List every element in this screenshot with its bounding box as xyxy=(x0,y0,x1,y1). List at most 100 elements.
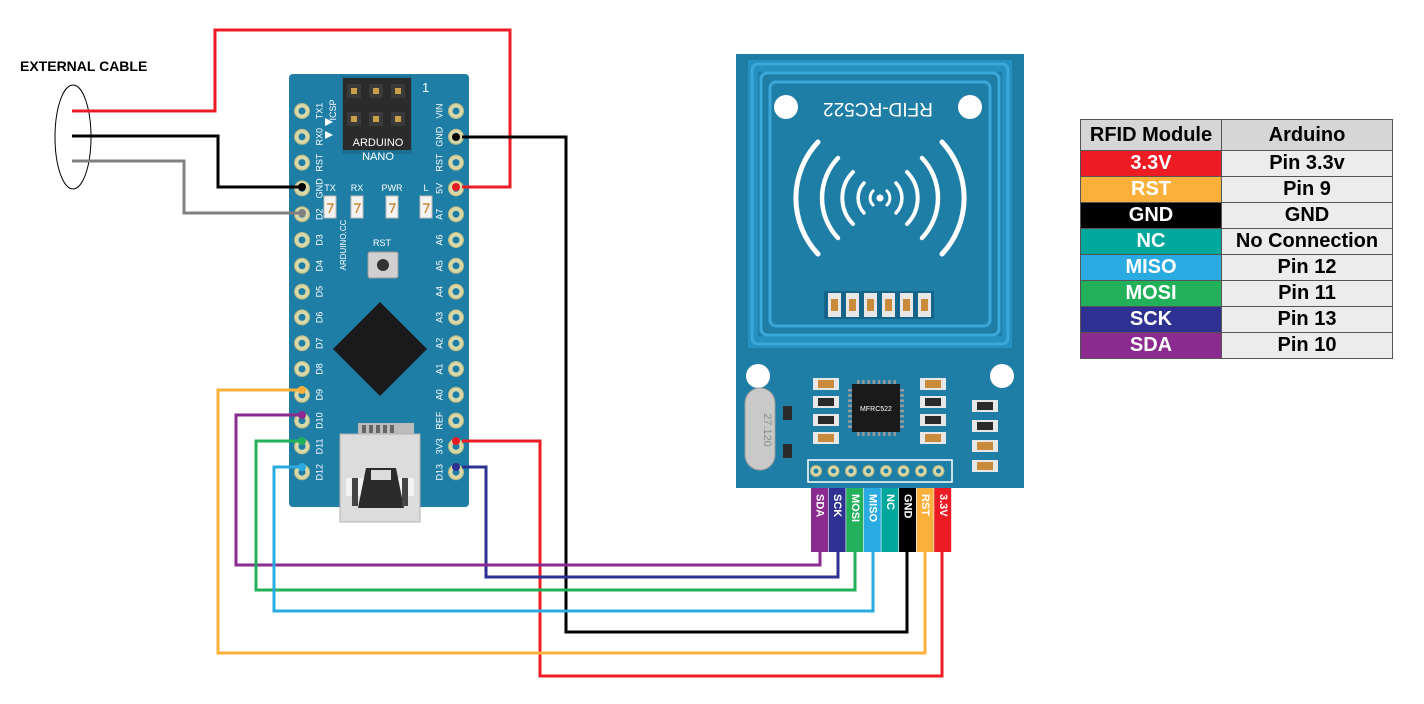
chip-leg xyxy=(872,380,876,384)
header-pin-label: A6 xyxy=(434,234,444,245)
table-cell-arduino: Pin 10 xyxy=(1221,332,1393,359)
chip-leg xyxy=(862,380,865,384)
icsp-pin-tip xyxy=(395,88,401,94)
rfid-header-pin-hole xyxy=(831,468,836,474)
led-label-rx: RX xyxy=(351,183,364,193)
rfid-pin-label: RST xyxy=(919,494,931,516)
led-rx xyxy=(350,195,364,219)
rfid-header-pin-hole xyxy=(883,468,889,474)
header-pin-hole xyxy=(298,107,306,115)
table-cell-arduino: Pin 11 xyxy=(1221,280,1393,307)
mount-hole-bottom-right xyxy=(990,364,1014,388)
chip-leg xyxy=(893,432,896,436)
smd-components-far-right xyxy=(972,400,998,472)
header-pin-label: 3V3 xyxy=(434,438,444,454)
rfid-header-pin-hole xyxy=(813,468,819,474)
icsp-pin-tip xyxy=(351,88,357,94)
wire-d9-rst xyxy=(216,388,927,655)
led-label-pwr: PWR xyxy=(382,183,403,193)
header-pin-label: GND xyxy=(314,178,324,199)
chip-leg xyxy=(857,432,860,436)
table-cell-module: SCK xyxy=(1080,306,1222,333)
rx-arrow-icon xyxy=(325,131,333,139)
chip-leg xyxy=(877,432,881,436)
header-pin-hole xyxy=(298,339,306,347)
chip-leg xyxy=(900,404,904,408)
wire-external-gray-d2 xyxy=(72,159,302,215)
reset-button-cap xyxy=(377,259,389,271)
header-pin-hole xyxy=(452,339,460,347)
table-cell-arduino: Pin 9 xyxy=(1221,176,1393,203)
header-pin-hole xyxy=(298,262,306,270)
header-pin-label: A5 xyxy=(434,260,444,271)
header-pin-label: A3 xyxy=(434,312,444,323)
header-pin-label: RST xyxy=(434,153,444,172)
led-tx xyxy=(323,195,337,219)
table-cell-module: RST xyxy=(1080,176,1222,203)
icsp-label: ICSP xyxy=(328,99,338,120)
rfid-header-pin-hole xyxy=(866,468,871,474)
header-pin-label: D7 xyxy=(314,337,324,349)
led-label-l: L xyxy=(423,183,428,193)
table-cell-module: NC xyxy=(1080,228,1222,255)
rfid-pin-label: 3.3V xyxy=(937,494,949,517)
header-pin-hole xyxy=(452,210,460,218)
table-cell-module: MOSI xyxy=(1080,280,1222,307)
rfid-pin-label: NC xyxy=(884,494,896,510)
chip-leg xyxy=(848,420,852,423)
board-name-line2: NANO xyxy=(362,151,394,163)
rfid-pin-label: MOSI xyxy=(849,494,861,522)
chip-leg xyxy=(867,432,870,436)
header-pin-label: A2 xyxy=(434,338,444,349)
chip-leg xyxy=(857,380,860,384)
wire-d13-sck xyxy=(462,465,840,579)
rfid-header-pin-hole xyxy=(901,468,906,474)
header-pin-label: D4 xyxy=(314,260,324,272)
rfid-pin-label: SCK xyxy=(831,494,843,517)
icsp-pin-tip xyxy=(373,88,379,94)
wire-external-black-gnd xyxy=(72,134,302,189)
chip-label: MFRC522 xyxy=(860,406,892,413)
header-pin-hole xyxy=(298,159,306,167)
icsp-pin1-label: 1 xyxy=(422,80,429,95)
chip-leg xyxy=(867,380,870,384)
wires xyxy=(72,28,944,678)
icsp-pin-tip xyxy=(395,116,401,122)
header-pin-label: D12 xyxy=(314,464,324,481)
header-pin-label: VIN xyxy=(434,103,444,118)
header-pin-hole xyxy=(452,391,460,399)
external-cable-label: EXTERNAL CABLE xyxy=(20,58,147,74)
rfid-rc522-board: RFID-RC522 27.120 xyxy=(736,54,1024,488)
microcontroller-chip xyxy=(333,302,427,396)
board-site-label: ARDUINO.CC xyxy=(339,219,348,270)
wire-d12-miso xyxy=(272,465,875,613)
chip-leg xyxy=(900,420,904,423)
icsp-pin-tip xyxy=(351,116,357,122)
header-pin-label: RX0 xyxy=(314,128,324,146)
table-header-arduino: Arduino xyxy=(1221,119,1393,151)
chip-leg xyxy=(900,394,904,397)
wire-3v3 xyxy=(462,439,944,678)
rfid-pin-tab-rst xyxy=(916,488,934,552)
chip-leg xyxy=(883,432,886,436)
table-cell-arduino: GND xyxy=(1221,202,1393,229)
led-marking xyxy=(389,203,397,214)
chip-leg xyxy=(900,425,904,428)
header-pin-label: A0 xyxy=(434,389,444,400)
crystal-label: 27.120 xyxy=(761,413,773,447)
header-pin-label: TX1 xyxy=(314,103,324,120)
header-pin-label: D11 xyxy=(314,438,324,454)
header-pin-hole xyxy=(298,365,306,373)
wire-endpoint xyxy=(298,437,306,445)
table-cell-arduino: Pin 12 xyxy=(1221,254,1393,281)
chip-leg xyxy=(862,432,865,436)
rfid-pin-tab-mosi xyxy=(846,488,864,552)
smd-components-left xyxy=(813,378,839,444)
chip-leg xyxy=(888,380,891,384)
